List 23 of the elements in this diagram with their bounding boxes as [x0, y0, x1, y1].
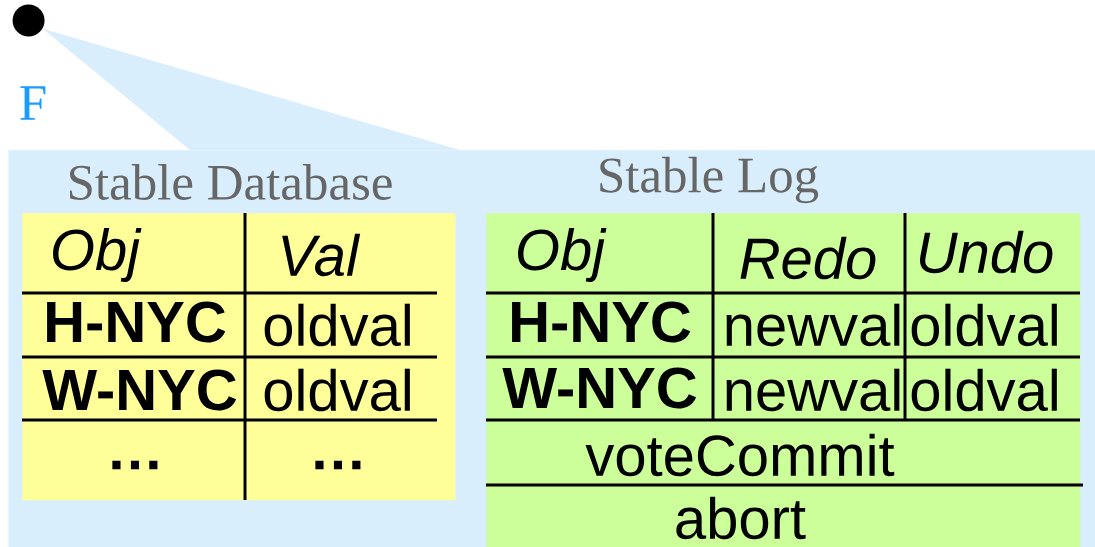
table-cell: oldval [911, 303, 1057, 347]
table-cell: abort [676, 496, 806, 540]
table-cell: H-NYC [512, 301, 691, 343]
table-cell: H-NYC [47, 301, 226, 343]
table-cell: … [315, 460, 361, 470]
table-cell: Undo [920, 230, 1053, 274]
table-cell: newval [726, 368, 900, 412]
table-cell: Val [282, 233, 361, 277]
table-cell: newval [726, 303, 900, 347]
callout-wedge [42, 28, 460, 150]
table-cell: Redo [740, 236, 876, 280]
table-cell: oldval [911, 368, 1057, 412]
node-label: F [20, 86, 46, 120]
table-cell: … [112, 460, 158, 470]
table-heading: Stable Log [600, 156, 819, 204]
table-cell: W-NYC [42, 369, 237, 411]
table-heading: Stable Database [70, 164, 392, 200]
table-cell: Obj [518, 227, 607, 283]
table-cell: Obj [53, 227, 142, 283]
table-cell: voteCommit [585, 433, 895, 477]
table-cell: oldval [264, 303, 410, 347]
table-cell: oldval [264, 368, 410, 412]
table-cell: W-NYC [502, 367, 697, 409]
